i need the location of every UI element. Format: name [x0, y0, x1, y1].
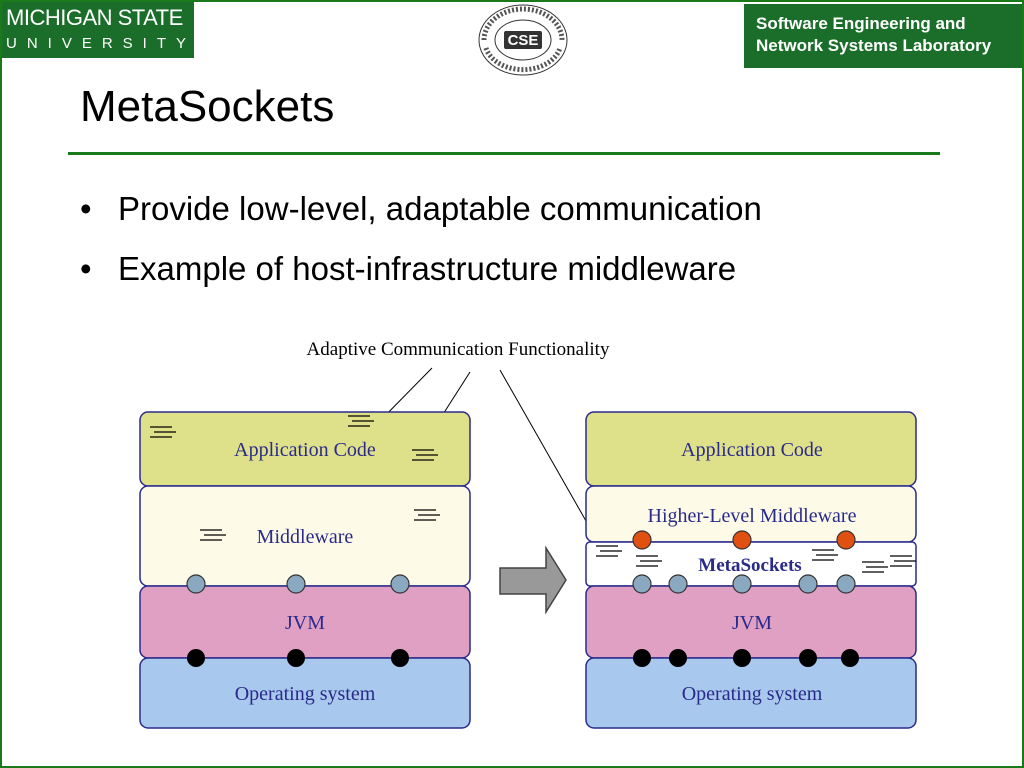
cse-seal-logo: CSE	[478, 4, 568, 76]
right-layer-label: JVM	[732, 612, 772, 634]
socket-connector	[733, 649, 751, 667]
socket-connector	[836, 530, 856, 550]
lab-logo: Software Engineering and Network Systems…	[744, 4, 1022, 68]
left-layer-label: Operating system	[235, 683, 376, 705]
socket-connector	[732, 530, 752, 550]
annotation-label: Adaptive Communication Functionality	[307, 339, 610, 360]
cse-seal-abbrev: CSE	[508, 32, 539, 49]
bullet-text: Example of host-infrastructure middlewar…	[118, 250, 737, 287]
socket-connector	[799, 649, 817, 667]
lab-logo-line2: Network Systems Laboratory	[756, 36, 992, 55]
socket-connector	[836, 574, 856, 594]
transform-arrow	[499, 545, 567, 615]
annotation-arrow	[499, 369, 599, 543]
bullet-text: Provide low-level, adaptable communicati…	[118, 190, 762, 227]
left-layer-label: Application Code	[234, 439, 376, 461]
socket-connector	[669, 649, 687, 667]
socket-connector	[632, 530, 652, 550]
bullet-item: •Example of host-infrastructure middlewa…	[80, 250, 762, 310]
lab-logo-line1: Software Engineering and	[756, 14, 966, 33]
bullet-item: •Provide low-level, adaptable communicat…	[80, 190, 762, 250]
socket-connector	[287, 649, 305, 667]
right-layer-label: Operating system	[682, 683, 823, 705]
title-divider	[68, 152, 940, 155]
left-stack: Application Code Middleware JVM Operatin…	[139, 411, 471, 729]
socket-connector	[186, 574, 206, 594]
socket-connector	[798, 574, 818, 594]
socket-connector	[391, 649, 409, 667]
right-layer-label: MetaSockets	[698, 555, 801, 576]
socket-connector	[286, 574, 306, 594]
socket-connector	[841, 649, 859, 667]
socket-connector	[187, 649, 205, 667]
left-layer-label: Middleware	[257, 526, 354, 548]
msu-logo-line1: MICHIGAN STATE	[6, 5, 183, 30]
right-layer-label: Application Code	[681, 439, 823, 461]
right-layer-label: Higher-Level Middleware	[648, 505, 857, 527]
slide-title: MetaSockets	[80, 82, 335, 131]
socket-connector	[390, 574, 410, 594]
socket-connector	[632, 574, 652, 594]
right-stack: Application Code Higher-Level Middleware…	[585, 411, 917, 729]
socket-connector	[668, 574, 688, 594]
bullet-list: •Provide low-level, adaptable communicat…	[80, 190, 762, 310]
msu-logo: MICHIGAN STATE UNIVERSITY	[2, 2, 194, 58]
socket-connector	[732, 574, 752, 594]
left-layer-label: JVM	[285, 612, 325, 634]
msu-logo-line2: UNIVERSITY	[6, 35, 197, 52]
socket-connector	[633, 649, 651, 667]
